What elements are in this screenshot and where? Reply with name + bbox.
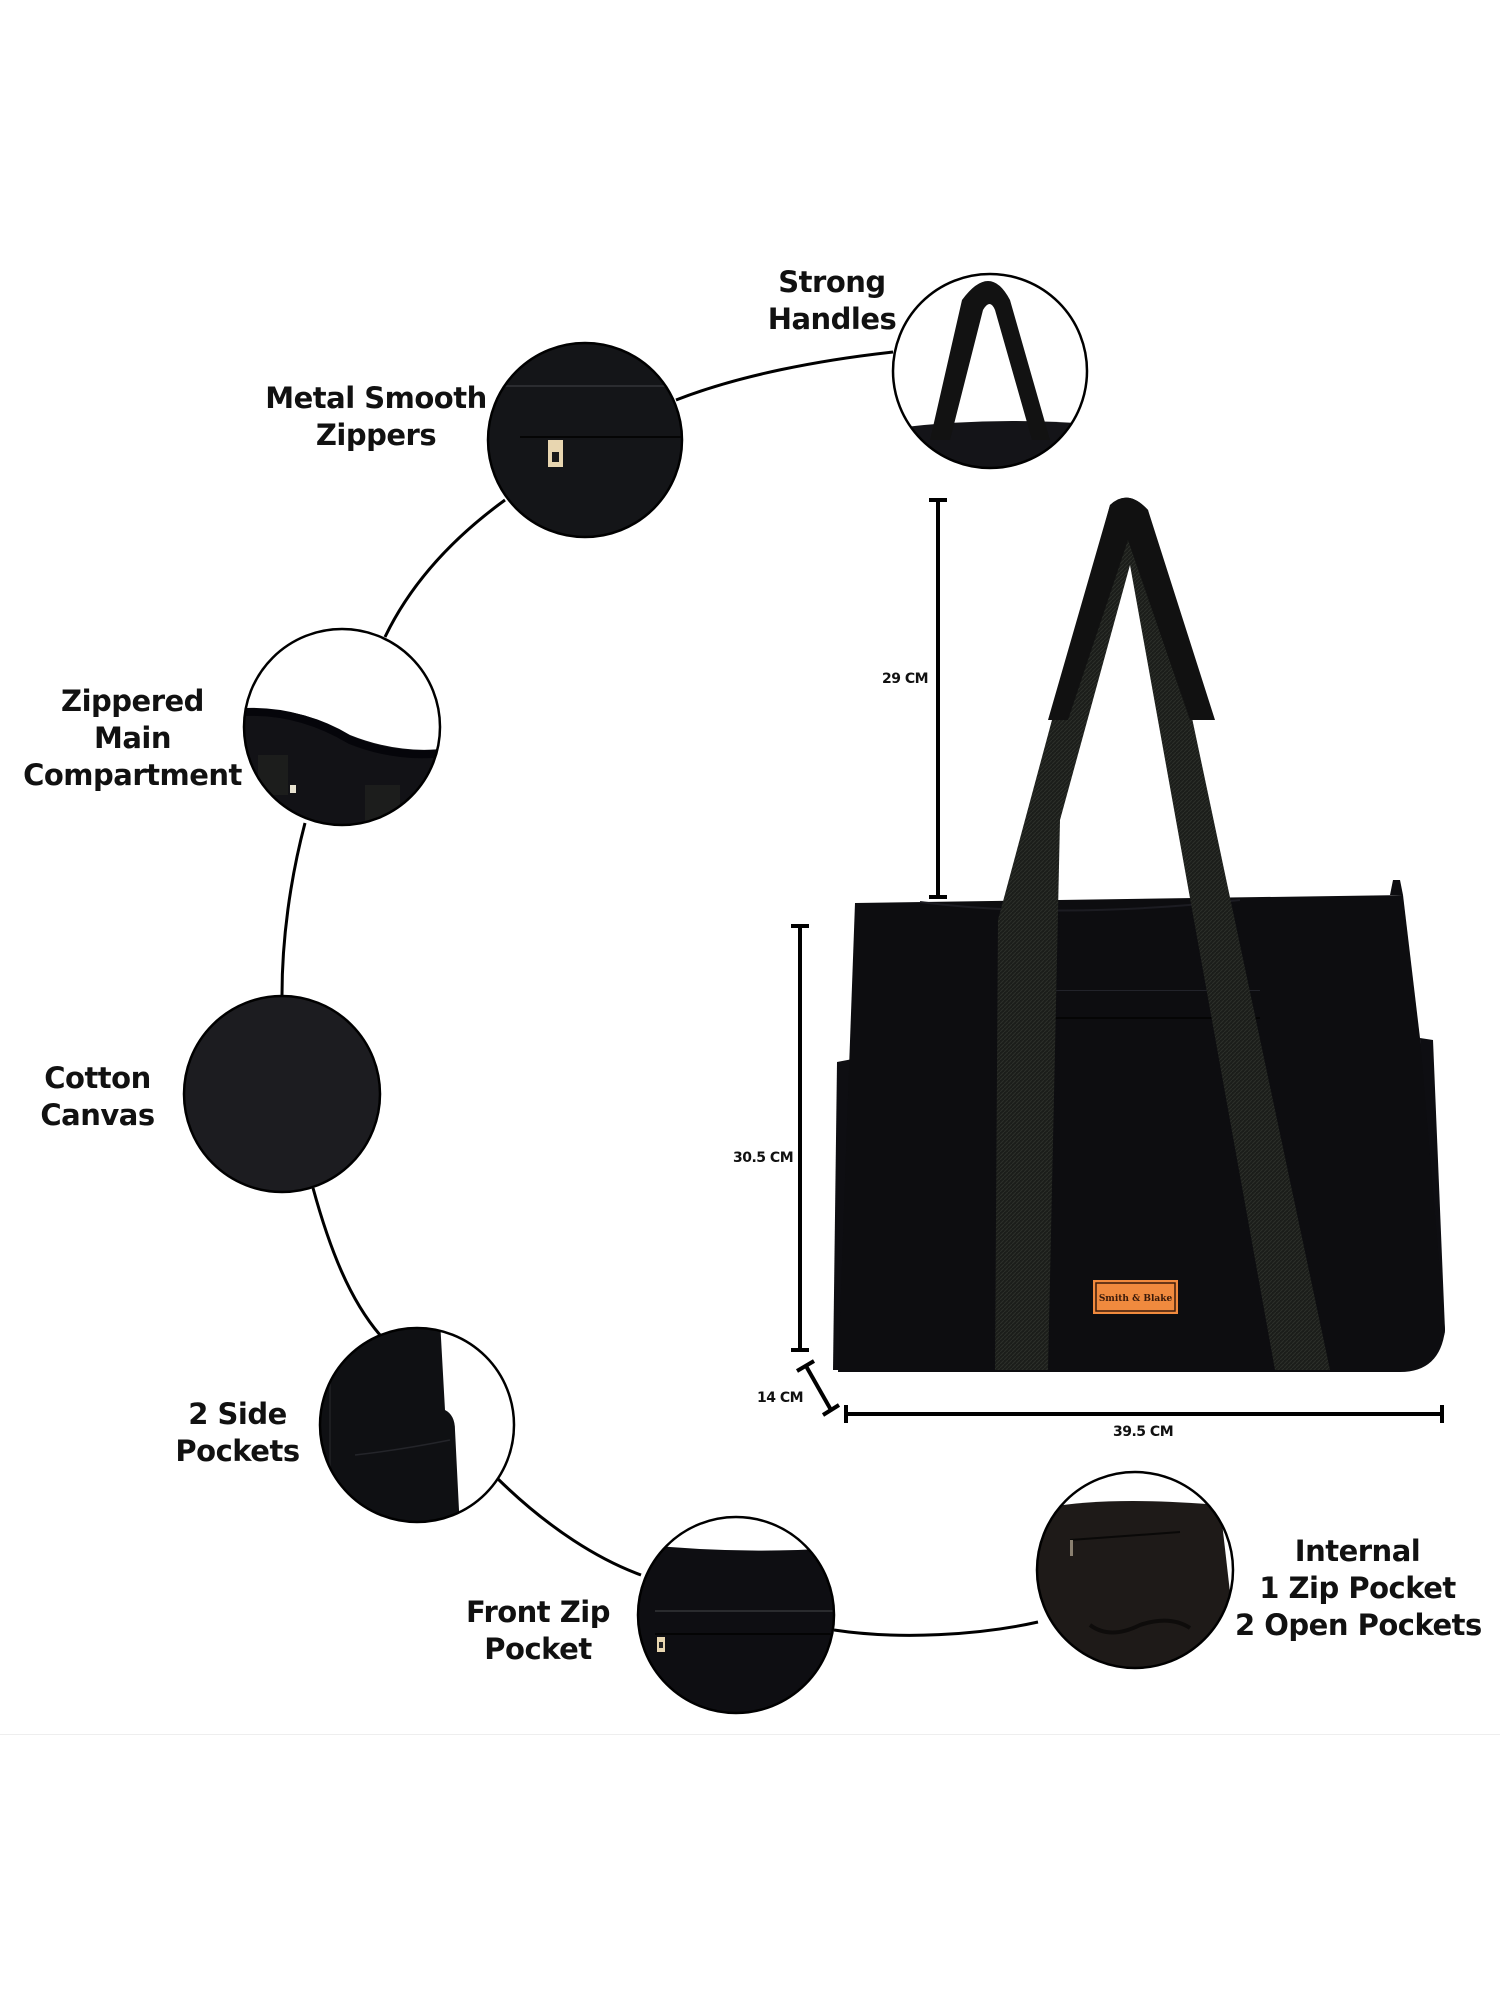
dim-handle-drop: 29 CM <box>882 671 929 687</box>
label-line: Compartment <box>23 758 242 792</box>
label-line: Canvas <box>40 1098 155 1132</box>
divider-line <box>0 1734 1500 1735</box>
label-strong-handles: Strong Handles <box>752 264 912 338</box>
label-line: Metal Smooth <box>265 381 487 415</box>
main-compartment-thumbnail <box>242 627 442 827</box>
label-cotton-canvas: Cotton Canvas <box>30 1060 165 1134</box>
label-line: Zippered <box>61 684 204 718</box>
label-line: Front Zip <box>465 1595 611 1629</box>
dim-width: 39.5 CM <box>1113 1424 1174 1440</box>
side-pockets-thumbnail <box>318 1326 516 1524</box>
metal-zippers-thumbnail <box>486 341 684 539</box>
label-line: 1 Zip Pocket <box>1259 1571 1456 1605</box>
cotton-canvas-thumbnail <box>182 994 382 1194</box>
strong-handles-thumbnail <box>891 272 1089 470</box>
brand-patch-text: Smith & Blake <box>1099 1294 1173 1304</box>
dimension-lines <box>791 498 1444 1423</box>
label-line: Handles <box>767 302 897 336</box>
front-zip-thumbnail <box>636 1515 836 1715</box>
label-line: Strong <box>778 265 886 299</box>
label-line: Pockets <box>175 1434 300 1468</box>
label-zippered-main-compartment: Zippered Main Compartment <box>20 683 245 794</box>
label-line: 2 Open Pockets <box>1235 1608 1482 1642</box>
label-line: Internal <box>1294 1534 1421 1568</box>
dim-height: 30.5 CM <box>733 1150 794 1166</box>
dim-depth: 14 CM <box>757 1390 804 1406</box>
label-side-pockets: 2 Side Pockets <box>170 1396 305 1470</box>
label-front-zip-pocket: Front Zip Pocket <box>463 1594 613 1668</box>
label-line: Zippers <box>315 418 437 452</box>
label-metal-smooth-zippers: Metal Smooth Zippers <box>256 380 496 454</box>
label-line: Cotton <box>44 1061 151 1095</box>
label-line: Main <box>93 721 172 755</box>
internal-pockets-thumbnail <box>1035 1470 1235 1670</box>
label-internal-pockets: Internal 1 Zip Pocket 2 Open Pockets <box>1235 1533 1482 1644</box>
label-line: Pocket <box>484 1632 592 1666</box>
label-line: 2 Side <box>188 1397 287 1431</box>
connector-arc <box>280 350 1039 1637</box>
tote-bag-product-image: Smith & Blake <box>833 497 1445 1372</box>
